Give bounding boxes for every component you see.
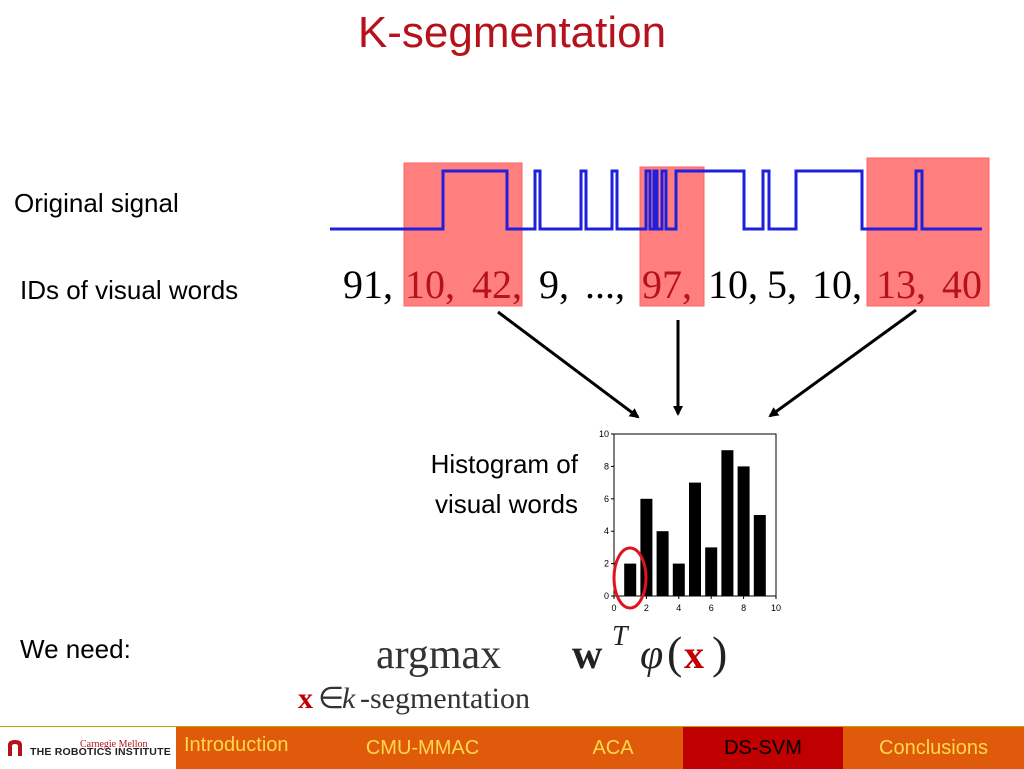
segment-highlights — [403, 157, 990, 307]
formula-variable: x — [684, 632, 704, 677]
first-bar-highlight-ellipse — [612, 546, 648, 610]
id-token-0: 91, — [343, 262, 393, 307]
formula-close-paren: ) — [712, 627, 727, 678]
histogram-label: Histogram of visual words — [380, 444, 578, 524]
formula-subscript-var: x — [298, 682, 313, 715]
nav-aca[interactable]: ACA — [543, 727, 683, 769]
id-token-1: 10, — [405, 262, 455, 307]
formula-open-paren: ( — [667, 627, 682, 678]
slide-canvas: 91, 10, 42, 9, ..., 97, 10, 5, 10, 13, 4… — [298, 157, 990, 715]
y-tick-label-8: 8 — [604, 461, 609, 471]
histogram-bar-9 — [753, 515, 766, 596]
histogram-bar-1 — [624, 563, 637, 596]
formula-argmax: argmax — [376, 632, 501, 678]
id-token-2: 42, — [472, 262, 522, 307]
id-token-3: 9, — [539, 262, 569, 307]
y-tick-label-2: 2 — [604, 559, 609, 569]
formula-subscript-rest: -segmentation — [360, 682, 530, 715]
id-token-10: 40 — [942, 262, 982, 307]
slide-title: K-segmentation — [357, 8, 667, 57]
formula-subscript-k: k — [342, 682, 356, 715]
histogram-bar-7 — [721, 450, 734, 596]
robotics-institute-logo: Carnegie Mellon THE ROBOTICS INSTITUTE — [0, 727, 176, 769]
footer-nav-bar: Carnegie Mellon THE ROBOTICS INSTITUTE I… — [0, 726, 1024, 769]
logo-robotics-institute: THE ROBOTICS INSTITUTE — [30, 746, 171, 758]
histogram-label-line2: visual words — [434, 489, 578, 519]
y-tick-label-6: 6 — [604, 494, 609, 504]
x-tick-label-8: 8 — [741, 603, 746, 613]
nav-cmu-mmac[interactable]: CMU-MMAC — [302, 727, 543, 769]
we-need-label: We need: — [20, 634, 131, 664]
ri-logo-icon — [8, 740, 22, 756]
histogram-bar-5 — [689, 482, 701, 596]
histogram-x-ticks: 0 2 4 6 8 10 — [611, 596, 781, 613]
formula-feature: φ — [640, 632, 663, 678]
id-token-5: 97, — [642, 262, 692, 307]
objective-formula: argmax w T φ ( x ) x ∈ k -segmentation — [298, 621, 727, 715]
signal-waveform — [330, 169, 982, 231]
id-token-8: 10, — [812, 262, 862, 307]
histogram-bar-6 — [705, 547, 718, 596]
arrows — [497, 308, 917, 419]
logo-carnegie-mellon: Carnegie Mellon — [80, 739, 148, 750]
ids-label: IDs of visual words — [20, 275, 239, 305]
histogram-bar-4 — [672, 563, 685, 596]
x-tick-label-4: 4 — [676, 603, 681, 613]
formula-weight: w — [572, 632, 603, 678]
x-tick-label-6: 6 — [709, 603, 714, 613]
formula-subscript-in: ∈ — [318, 682, 344, 715]
histogram-bar-8 — [737, 466, 750, 596]
y-tick-label-0: 0 — [604, 591, 609, 601]
visual-word-ids: 91, 10, 42, 9, ..., 97, 10, 5, 10, 13, 4… — [343, 262, 982, 307]
formula-transpose: T — [612, 621, 630, 652]
y-tick-label-10: 10 — [599, 429, 609, 439]
original-signal-label: Original signal — [14, 188, 179, 218]
nav-ds-svm[interactable]: DS-SVM — [683, 727, 843, 769]
segment-highlight-3 — [866, 157, 990, 307]
histogram-bar-2 — [640, 498, 653, 596]
nav-conclusions[interactable]: Conclusions — [843, 727, 1024, 769]
segment-highlight-2 — [639, 166, 705, 307]
x-tick-label-10: 10 — [771, 603, 781, 613]
id-token-7: 5, — [767, 262, 797, 307]
y-tick-label-4: 4 — [604, 526, 609, 536]
x-tick-label-0: 0 — [611, 603, 616, 613]
histogram-chart: 0 2 4 6 8 10 0 2 4 6 8 10 — [599, 429, 781, 613]
id-token-9: 13, — [876, 262, 926, 307]
histogram-label-line1: Histogram of — [430, 449, 578, 479]
arrow-right — [768, 308, 917, 418]
histogram-bars — [624, 450, 766, 596]
histogram-bar-3 — [656, 531, 669, 596]
id-token-4: ..., — [585, 262, 625, 307]
nav-introduction[interactable]: Introduction — [176, 727, 302, 769]
histogram-y-ticks: 0 2 4 6 8 10 — [599, 429, 614, 601]
x-tick-label-2: 2 — [644, 603, 649, 613]
id-token-6: 10, — [708, 262, 758, 307]
arrow-left — [497, 310, 640, 419]
segment-highlight-1 — [403, 162, 523, 307]
